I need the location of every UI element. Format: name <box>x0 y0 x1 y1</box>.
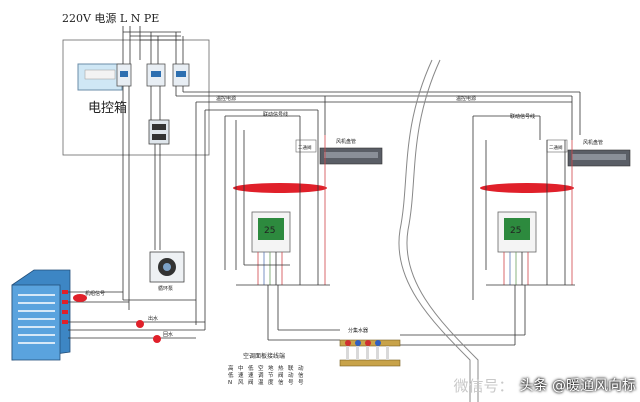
svg-text:度: 度 <box>268 378 274 386</box>
label-left-signal: 联动信号线 <box>263 111 288 118</box>
watermark: 微信号： 头条 @暖通风向标 <box>454 372 636 398</box>
wall-marker-left <box>233 183 327 193</box>
svg-text:动: 动 <box>288 372 294 379</box>
unit-marker-mid <box>136 320 144 328</box>
breaker-mid <box>146 63 166 87</box>
svg-text:温: 温 <box>258 378 264 386</box>
label-right-power: 温控电源 <box>456 95 476 102</box>
svg-text:动: 动 <box>298 365 304 372</box>
legend: 空调面板接线端 高 低 N 中 速 风 低 速 阀 空 调 温 地 节 度 热 … <box>228 352 304 386</box>
label-left-power: 温控电源 <box>216 95 236 102</box>
svg-text:速: 速 <box>238 372 244 379</box>
svg-text:高: 高 <box>228 364 234 372</box>
svg-text:节: 节 <box>268 371 274 379</box>
break-line <box>398 59 471 402</box>
svg-text:号: 号 <box>288 379 294 386</box>
thermostat-left: 25 <box>251 211 291 253</box>
label-right-signal: 联动信号线 <box>510 113 535 120</box>
breaker-right <box>172 63 190 87</box>
svg-text:阀: 阀 <box>248 378 254 386</box>
thermostat-right: 25 <box>497 211 537 253</box>
svg-text:N: N <box>228 380 232 386</box>
svg-text:空: 空 <box>258 364 264 372</box>
label-fcu-right: 风机盘管 <box>583 139 603 146</box>
svg-text:信: 信 <box>298 371 304 379</box>
watermark-weixin: 微信号： <box>453 376 514 395</box>
manifold: 分集水器 <box>339 327 401 367</box>
breaker-left <box>116 63 132 87</box>
svg-text:信: 信 <box>278 378 284 386</box>
svg-text:号: 号 <box>298 379 304 386</box>
wall-marker-right <box>480 183 574 193</box>
label-pipe-return: 回水 <box>163 331 173 338</box>
svg-text:热: 热 <box>278 364 284 372</box>
thermostat-right-display: 25 <box>510 226 521 236</box>
svg-text:风: 风 <box>238 379 244 386</box>
control-box-label: 电控箱 <box>88 100 127 116</box>
control-box <box>62 39 210 156</box>
svg-text:联: 联 <box>288 364 294 372</box>
svg-text:调: 调 <box>258 371 264 379</box>
svg-text:低: 低 <box>248 364 254 372</box>
label-valve-right: 二通阀 <box>549 144 563 151</box>
unit-marker-top <box>73 294 87 302</box>
unit-marker-low <box>153 335 161 343</box>
fcu-right: 风机盘管 二通阀 <box>546 139 631 167</box>
contactor <box>148 119 170 145</box>
label-manifold: 分集水器 <box>348 327 368 334</box>
watermark-toutiao: 头条 @暖通风向标 <box>519 378 636 394</box>
svg-text:地: 地 <box>268 364 274 372</box>
power-header: 220V 电源 L N PE <box>62 11 159 25</box>
svg-text:低: 低 <box>228 371 234 379</box>
label-unit-signal: 机组信号 <box>85 290 105 297</box>
legend-title: 空调面板接线端 <box>243 352 285 360</box>
svg-text:速: 速 <box>248 372 254 379</box>
label-valve-left: 二通阀 <box>298 144 312 151</box>
label-fcu-left: 风机盘管 <box>336 138 356 145</box>
fcu-left: 风机盘管 二通阀 <box>295 138 383 165</box>
thermostat-left-display: 25 <box>264 226 275 236</box>
label-pipe-out: 出水 <box>148 315 158 322</box>
label-pump: 循环泵 <box>158 285 173 292</box>
pump: 循环泵 <box>149 251 185 292</box>
svg-text:阀: 阀 <box>278 371 284 379</box>
outdoor-unit <box>11 269 71 361</box>
svg-text:中: 中 <box>238 364 244 372</box>
